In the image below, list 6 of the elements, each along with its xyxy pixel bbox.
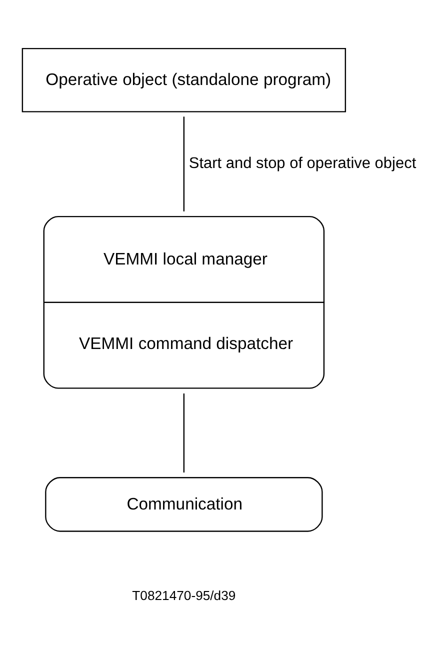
connector	[183, 116, 185, 212]
edge-label: Start and stop of operative object	[188, 155, 416, 172]
label: T0821470-95/d39	[132, 588, 236, 604]
node-box: Communication	[45, 477, 323, 532]
node-box: Operative object (standalone program)	[22, 48, 346, 112]
connector	[183, 393, 185, 472]
